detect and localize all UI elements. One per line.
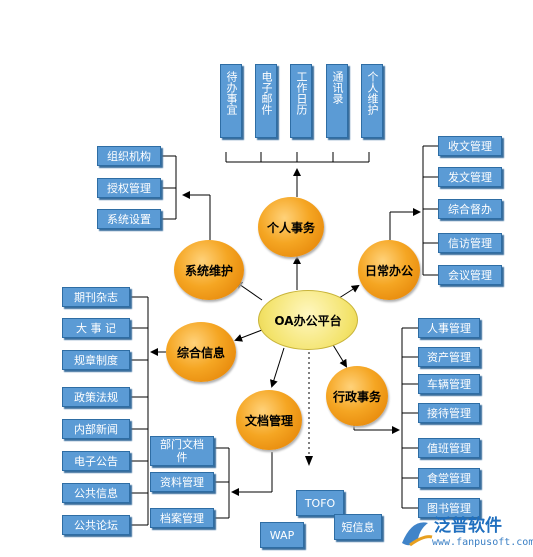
center-node: OA办公平台 <box>258 290 358 350</box>
brand-name: 泛普软件 <box>434 516 502 536</box>
admin-item: 值班管理 <box>418 438 480 458</box>
personal-item: 通讯录 <box>326 64 348 138</box>
personal-item: 电子邮件 <box>255 64 277 138</box>
personal-item: 个人维护 <box>361 64 383 138</box>
hub-docs: 文档管理 <box>236 390 302 450</box>
system-item: 组织机构 <box>97 146 161 166</box>
daily-item: 信访管理 <box>438 233 502 253</box>
doc-item: 资料管理 <box>150 472 214 492</box>
info-item: 期刊杂志 <box>62 287 130 307</box>
info-item: 内部新闻 <box>62 419 130 439</box>
admin-item: 食堂管理 <box>418 468 480 488</box>
admin-item: 人事管理 <box>418 318 480 338</box>
doc-item: 档案管理 <box>150 508 214 528</box>
hub-system: 系统维护 <box>174 240 244 300</box>
system-item: 授权管理 <box>97 178 161 198</box>
daily-item: 会议管理 <box>438 265 502 285</box>
doc-item: 部门文档件 <box>150 436 214 466</box>
info-item: 公共论坛 <box>62 515 130 535</box>
hub-daily: 日常办公 <box>358 240 420 300</box>
personal-item: 待办事宜 <box>220 64 242 138</box>
daily-item: 收文管理 <box>438 136 502 156</box>
info-item: 电子公告 <box>62 451 130 471</box>
hub-personal: 个人事务 <box>258 197 324 257</box>
extra-item-tofo: TOFO <box>296 490 344 516</box>
admin-item: 资产管理 <box>418 347 480 367</box>
info-item: 政策法规 <box>62 387 130 407</box>
admin-item: 接待管理 <box>418 403 480 423</box>
admin-item: 图书管理 <box>418 498 480 518</box>
daily-item: 综合督办 <box>438 199 502 219</box>
info-item: 大 事 记 <box>62 318 130 338</box>
info-item: 规章制度 <box>62 350 130 370</box>
extra-item-sms: 短信息 <box>334 514 382 540</box>
extra-item-wap: WAP <box>260 522 304 548</box>
personal-item: 工作日历 <box>290 64 312 138</box>
system-item: 系统设置 <box>97 209 161 229</box>
hub-info: 综合信息 <box>166 322 236 382</box>
brand-url: www.fanpusoft.com <box>432 537 533 548</box>
brand-logo-icon <box>402 522 433 547</box>
daily-item: 发文管理 <box>438 167 502 187</box>
hub-admin: 行政事务 <box>326 366 388 426</box>
info-item: 公共信息 <box>62 483 130 503</box>
admin-item: 车辆管理 <box>418 374 480 394</box>
